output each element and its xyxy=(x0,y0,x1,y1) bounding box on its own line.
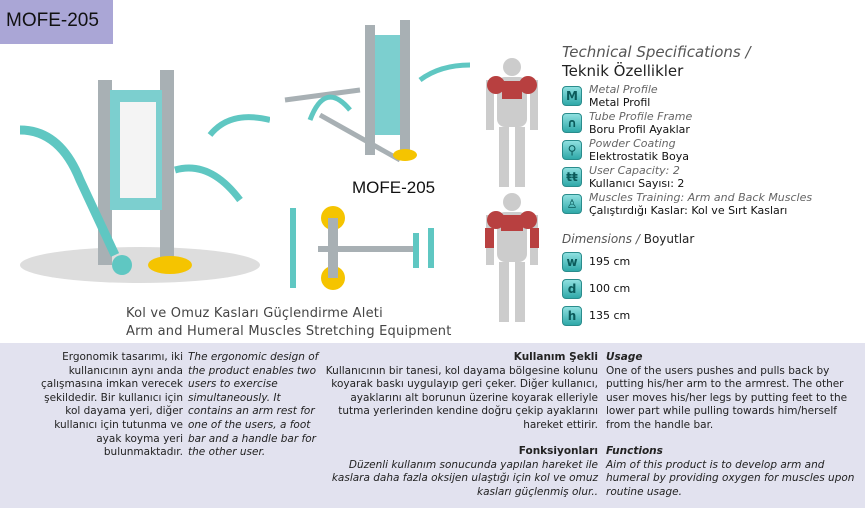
usage-tr: Kullanıcının bir tanesi, kol dayama bölg… xyxy=(325,364,598,431)
spec-tr: Çalıştırdığı Kaslar: Kol ve Sırt Kasları xyxy=(589,204,788,217)
dimensions-tr: Boyutlar xyxy=(643,232,695,246)
model-badge: MOFE-205 xyxy=(0,0,113,44)
spec-title-en: Technical Specifications / xyxy=(562,43,751,61)
caption-tr: Kol ve Omuz Kasları Güçlendirme Aleti xyxy=(126,306,383,321)
muscle-diagram xyxy=(485,58,539,322)
tube-frame-icon: ∩ xyxy=(562,113,582,133)
dimensions-title: Dimensions / Boyutlar xyxy=(562,232,694,246)
height-icon: h xyxy=(562,306,582,326)
dim-depth: d 100 cm xyxy=(562,277,630,299)
spec-tr: Kullanıcı Sayısı: 2 xyxy=(589,177,685,190)
spec-tr: Metal Profil xyxy=(589,96,651,109)
functions-tr: Düzenli kullanım sonucunda yapılan harek… xyxy=(331,458,598,498)
usage-title-en: Usage xyxy=(606,351,643,363)
product-image-top xyxy=(290,206,434,290)
spec-en: User Capacity: 2 xyxy=(589,164,680,177)
spec-en: Metal Profile xyxy=(589,83,658,96)
caption-en: Arm and Humeral Muscles Stretching Equip… xyxy=(126,324,452,339)
dim-width: w 195 cm xyxy=(562,250,630,272)
usage-title-tr: Kullanım Şekli xyxy=(513,351,598,363)
model-label: MOFE-205 xyxy=(352,178,436,197)
depth-icon: d xyxy=(562,279,582,299)
body-icon: ♙ xyxy=(562,194,582,214)
dim-value: 135 cm xyxy=(589,309,631,322)
dim-value: 195 cm xyxy=(589,255,631,268)
usage-en: One of the users pushes and pulls back b… xyxy=(606,364,848,431)
product-image-side xyxy=(284,20,471,163)
description-panel: Ergonomik tasarımı, iki kullanıcının ayn… xyxy=(0,343,865,508)
dimensions-en: Dimensions / xyxy=(562,232,640,246)
metal-profile-icon: M xyxy=(562,86,582,106)
spray-paint-icon: ⚲ xyxy=(562,140,582,160)
description-en: The ergonomic design of the product enab… xyxy=(188,351,319,459)
dim-value: 100 cm xyxy=(589,282,631,295)
description-tr: Ergonomik tasarımı, iki kullanıcının ayn… xyxy=(41,351,183,459)
functions-title-en: Functions xyxy=(606,445,663,457)
spec-en: Tube Profile Frame xyxy=(589,110,693,123)
spec-tr: Elektrostatik Boya xyxy=(589,150,690,163)
functions-title-tr: Fonksiyonları xyxy=(518,445,598,457)
width-icon: w xyxy=(562,252,582,272)
spec-tr: Boru Profil Ayaklar xyxy=(589,123,690,136)
functions-en: Aim of this product is to develop arm an… xyxy=(606,458,855,498)
spec-en: Muscles Training: Arm and Back Muscles xyxy=(589,191,813,204)
users-icon: ŧŧ xyxy=(562,167,582,187)
spec-title-tr: Teknik Özellikler xyxy=(562,62,684,80)
dim-height: h 135 cm xyxy=(562,304,630,326)
product-image-main xyxy=(19,70,270,283)
spec-en: Powder Coating xyxy=(589,137,676,150)
